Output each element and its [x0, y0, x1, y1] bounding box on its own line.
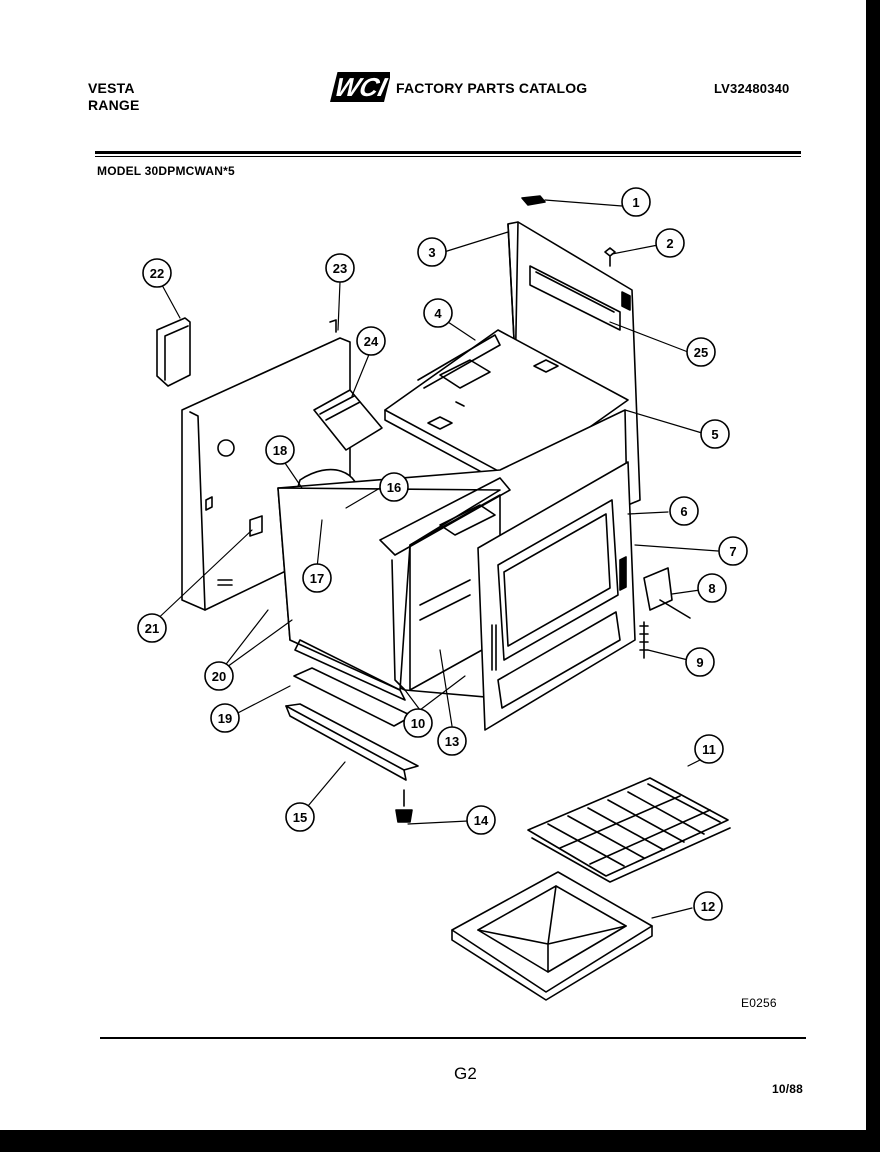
- svg-text:18: 18: [273, 443, 287, 458]
- callout-15: 15: [285, 802, 315, 832]
- svg-text:12: 12: [701, 899, 715, 914]
- header-rule-thin: [95, 156, 801, 157]
- footer-rule: [100, 1037, 806, 1039]
- svg-text:4: 4: [434, 306, 442, 321]
- part-8-latch: [643, 567, 691, 619]
- svg-text:17: 17: [310, 571, 324, 586]
- svg-text:13: 13: [445, 734, 459, 749]
- svg-text:7: 7: [729, 544, 736, 559]
- svg-text:20: 20: [212, 669, 226, 684]
- svg-text:14: 14: [474, 813, 489, 828]
- part-14-leveling-leg: [395, 789, 413, 823]
- svg-text:19: 19: [218, 711, 232, 726]
- callout-22: 22: [142, 258, 172, 288]
- svg-text:21: 21: [145, 621, 159, 636]
- callout-7: 7: [718, 536, 748, 566]
- part-15-kick-plate: [285, 703, 419, 781]
- catalog-date: 10/88: [772, 1082, 804, 1096]
- part-24-vent: [313, 389, 383, 451]
- part-2-screw: [604, 247, 616, 267]
- part-1-clip: [521, 195, 546, 206]
- svg-text:5: 5: [711, 427, 718, 442]
- callout-5: 5: [700, 419, 730, 449]
- part-6-front-frame: [477, 461, 636, 731]
- brand-label: VESTA RANGE: [88, 80, 140, 114]
- wci-logo: WCI: [330, 72, 390, 102]
- svg-text:9: 9: [696, 655, 703, 670]
- header-rule: [95, 151, 801, 154]
- part-9-spring: [639, 621, 649, 659]
- callout-9: 9: [685, 647, 715, 677]
- callout-1: 1: [621, 187, 651, 217]
- svg-text:23: 23: [333, 261, 347, 276]
- callout-20: 20: [204, 661, 234, 691]
- model-number: MODEL 30DPMCWAN*5: [97, 164, 235, 178]
- callout-17: 17: [302, 563, 332, 593]
- callout-16: 16: [379, 472, 409, 502]
- callout-25: 25: [686, 337, 716, 367]
- svg-text:22: 22: [150, 266, 164, 281]
- callout-18: 18: [265, 435, 295, 465]
- callout-21: 21: [137, 613, 167, 643]
- catalog-number: LV32480340: [714, 81, 790, 96]
- svg-text:6: 6: [680, 504, 687, 519]
- catalog-title: FACTORY PARTS CATALOG: [396, 80, 588, 96]
- brand-line-1: VESTA: [88, 80, 135, 96]
- svg-text:11: 11: [702, 742, 716, 757]
- svg-text:24: 24: [364, 334, 379, 349]
- page-code: G2: [454, 1064, 478, 1083]
- svg-text:25: 25: [694, 345, 708, 360]
- figure-code: E0256: [741, 996, 777, 1010]
- svg-text:10: 10: [411, 716, 425, 731]
- callout-3: 3: [417, 237, 447, 267]
- part-22-bracket: [156, 317, 191, 387]
- callout-12: 12: [693, 891, 723, 921]
- part-21-hinge: [249, 515, 263, 537]
- svg-text:1: 1: [632, 195, 639, 210]
- callout-8: 8: [697, 573, 727, 603]
- svg-text:16: 16: [387, 480, 401, 495]
- svg-text:3: 3: [428, 245, 435, 260]
- callout-4: 4: [423, 298, 453, 328]
- svg-text:15: 15: [293, 810, 307, 825]
- callout-14: 14: [466, 805, 496, 835]
- callout-13: 13: [437, 726, 467, 756]
- callout-23: 23: [325, 253, 355, 283]
- part-12-broiler-pan: [451, 871, 653, 1001]
- callout-24: 24: [356, 326, 386, 356]
- callout-10: 10: [403, 708, 433, 738]
- brand-line-2: RANGE: [88, 97, 140, 113]
- logo-text: WCI: [332, 72, 390, 102]
- leader-lines: [149, 199, 719, 919]
- exploded-parts-diagram: 1 2 3 4 5 6 7 8 9 10 11 12 13 14 15 16 1…: [137, 187, 748, 1001]
- part-11-oven-rack: [527, 777, 731, 883]
- callout-11: 11: [694, 734, 724, 764]
- svg-text:2: 2: [666, 236, 673, 251]
- callout-6: 6: [669, 496, 699, 526]
- callout-2: 2: [655, 228, 685, 258]
- callout-19: 19: [210, 703, 240, 733]
- svg-text:8: 8: [708, 581, 715, 596]
